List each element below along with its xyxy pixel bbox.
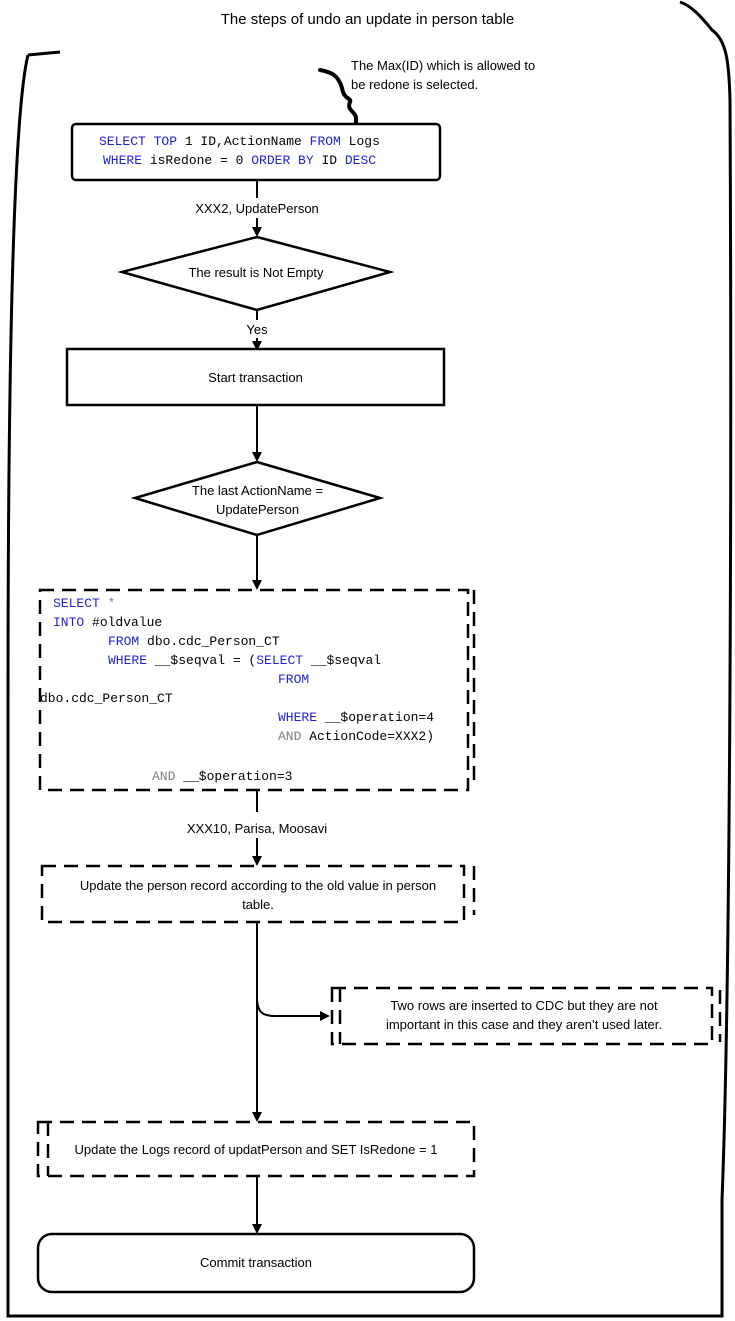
cdc-note-box xyxy=(330,986,714,1046)
decision1-text: The result is Not Empty xyxy=(188,265,324,280)
oldvalue-query-box xyxy=(38,588,470,792)
update-person-line-1: Update the person record according to th… xyxy=(79,878,437,893)
update-person-line-2: table. xyxy=(242,897,274,912)
note-line-2: be redone is selected. xyxy=(351,77,479,92)
edge-label-old-value: XXX10, Parisa, Moosavi xyxy=(186,821,328,836)
yes-label: Yes xyxy=(246,322,268,337)
update-logs-text: Update the Logs record of updatPerson an… xyxy=(74,1142,438,1157)
update-person-box xyxy=(40,864,466,924)
query2-into: INTO #oldvalue xyxy=(53,615,163,630)
query2-sub-from: FROM xyxy=(278,672,310,687)
commit-transaction-text: Commit transaction xyxy=(200,1255,312,1270)
cdc-note-line-1: Two rows are inserted to CDC but they ar… xyxy=(390,998,658,1013)
decision2-line-2: UpdatePerson xyxy=(215,502,300,517)
query1-line-2: WHERE isRedone = 0 ORDER BY ID DESC xyxy=(103,153,377,168)
query2-table: dbo.cdc_Person_CT xyxy=(40,691,173,706)
start-transaction-box xyxy=(65,347,446,407)
query2-and: AND __$operation=3 xyxy=(152,769,293,784)
edge-label-result: XXX2, UpdatePerson xyxy=(195,201,319,216)
decision2-line-1: The last ActionName = xyxy=(191,483,324,498)
diagram-title: The steps of undo an update in person ta… xyxy=(220,11,515,28)
note-line-1: The Max(ID) which is allowed to xyxy=(351,58,536,73)
query2-sub-and: AND ActionCode=XXX2) xyxy=(278,729,435,744)
query2-sub-where: WHERE __$operation=4 xyxy=(278,710,435,725)
cdc-note-line-2: important in this case and they aren’t u… xyxy=(385,1017,663,1032)
note-pointer xyxy=(318,68,358,126)
query2-select: SELECT * xyxy=(53,596,116,611)
start-transaction-text: Start transaction xyxy=(208,370,303,385)
query1-line-1: SELECT TOP 1 ID,ActionName FROM Logs xyxy=(99,134,380,149)
commit-transaction-box xyxy=(36,1232,476,1294)
query2-from: FROM dbo.cdc_Person_CT xyxy=(108,634,280,649)
query2-where: WHERE __$seqval = (SELECT __$seqval xyxy=(108,653,382,668)
outer-frame xyxy=(6,0,733,1318)
update-logs-box xyxy=(36,1120,476,1178)
